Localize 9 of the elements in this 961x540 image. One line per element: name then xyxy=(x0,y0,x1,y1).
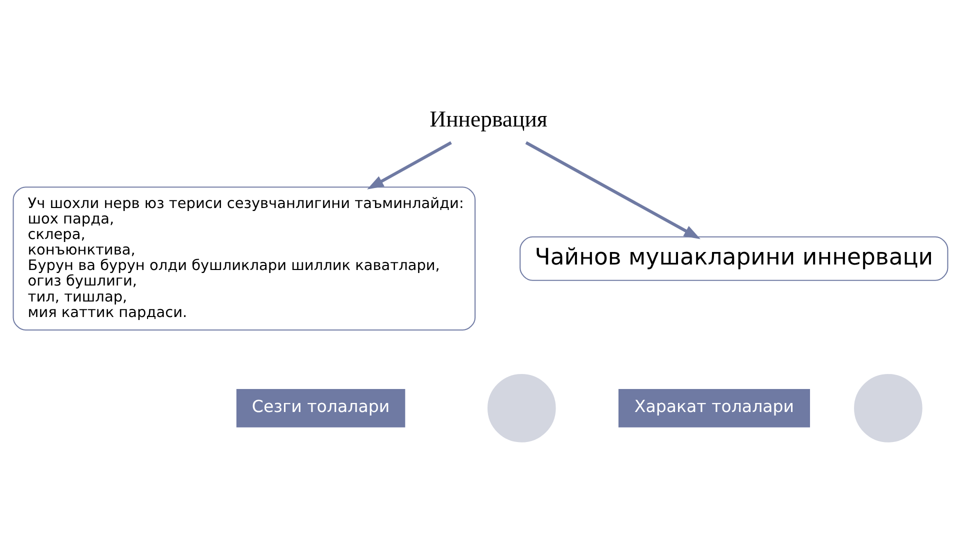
arrow xyxy=(367,140,452,189)
node-text: Иннервация xyxy=(430,106,548,132)
node-circle xyxy=(487,374,556,442)
node-box: Харакат толалари xyxy=(618,388,810,427)
arrow xyxy=(525,140,700,239)
node-circle xyxy=(854,374,922,442)
node-box: Уч шохли нерв юз териси сезувчанлигини таъминлайди: шох парда, склера, конъюнктива, Бурун ва бурун олди бушликлари шиллик каватлари, огиз бушлиги, тил, тишлар, мия каттик пардаси. xyxy=(12,186,476,330)
node-box: Сезги толалари xyxy=(236,388,406,427)
node-box: Чайнов мушакларини иннерваци xyxy=(520,236,948,280)
